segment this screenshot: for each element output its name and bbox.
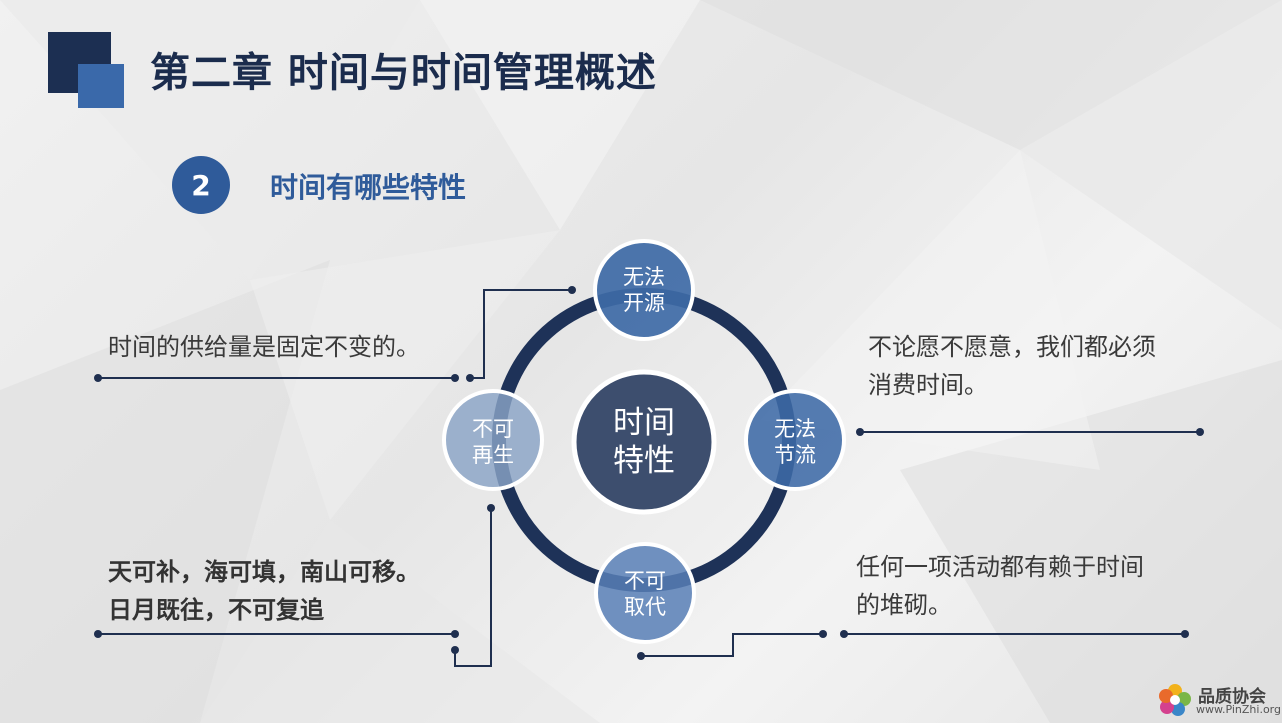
section-title: 时间有哪些特性 — [270, 171, 467, 204]
node-bottom — [594, 542, 696, 644]
node-right-label: 无法 节流 — [755, 416, 835, 468]
description-bottom-right-line1: 任何一项活动都有赖于时间 — [856, 553, 1144, 581]
description-top-right-line2: 消费时间。 — [868, 371, 988, 399]
node-left-line1: 不可 — [472, 417, 514, 441]
connector-bottom-center — [641, 633, 823, 657]
node-bottom-line2: 取代 — [624, 595, 666, 619]
description-bottom-left: 天可补，海可填，南山可移。 日月既往，不可复追 — [108, 553, 420, 629]
description-top-right: 不论愿不愿意，我们都必须 消费时间。 — [868, 328, 1156, 404]
description-bottom-left-line1: 天可补，海可填，南山可移。 — [108, 558, 420, 586]
page-title: 第二章 时间与时间管理概述 — [150, 50, 657, 96]
node-left — [442, 389, 544, 491]
node-top-line1: 无法 — [623, 265, 665, 289]
flower-logo-icon — [1159, 684, 1191, 716]
connector-bottom-left-elbow — [454, 508, 492, 667]
description-bottom-left-line2: 日月既往，不可复追 — [108, 596, 324, 624]
watermark-name: 品质协会 — [1198, 687, 1266, 707]
node-bottom-line1: 不可 — [624, 569, 666, 593]
description-top-right-line1: 不论愿不愿意，我们都必须 — [868, 333, 1156, 361]
watermark: 品质协会 www.PinZhi.org — [1158, 683, 1281, 717]
description-bottom-right-line2: 的堆砌。 — [856, 591, 952, 619]
center-label-line1: 时间 — [613, 405, 675, 441]
description-top-left: 时间的供给量是固定不变的。 — [108, 328, 420, 366]
node-left-line2: 再生 — [472, 443, 514, 467]
node-right — [744, 389, 846, 491]
node-top-line2: 开源 — [623, 291, 665, 315]
center-label-line2: 特性 — [613, 443, 675, 479]
center-label: 时间 特性 — [594, 404, 694, 480]
node-left-label: 不可 再生 — [453, 416, 533, 468]
section-number-badge: 2 — [172, 156, 230, 214]
watermark-url: www.PinZhi.org — [1196, 703, 1281, 716]
node-right-line1: 无法 — [774, 417, 816, 441]
node-bottom-label: 不可 取代 — [605, 568, 685, 620]
node-top — [593, 239, 695, 341]
logo-square-blue — [78, 64, 124, 108]
connector-top-left-elbow — [470, 289, 572, 379]
node-top-label: 无法 开源 — [604, 264, 684, 316]
node-right-line2: 节流 — [774, 443, 816, 467]
center-circle — [571, 369, 717, 515]
description-top-left-line1: 时间的供给量是固定不变的。 — [108, 333, 420, 361]
description-bottom-right: 任何一项活动都有赖于时间 的堆砌。 — [856, 548, 1144, 624]
